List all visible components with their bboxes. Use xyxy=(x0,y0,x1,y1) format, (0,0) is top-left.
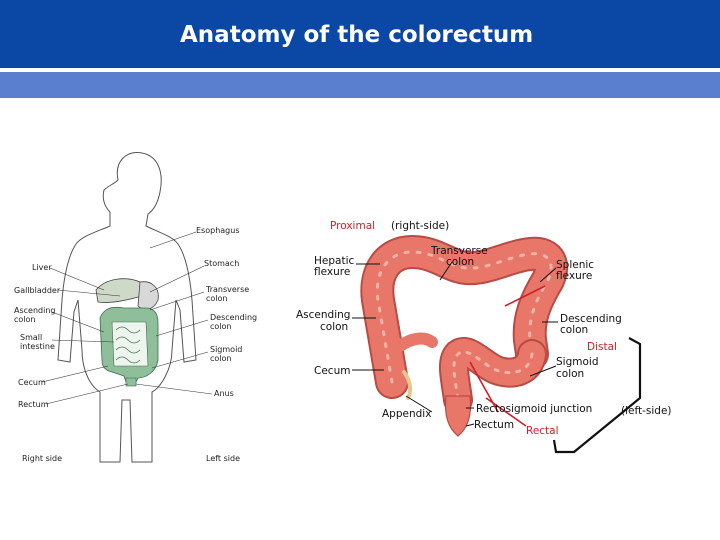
page-title: Anatomy of the colorectum xyxy=(180,22,534,48)
label-right-side: Right side xyxy=(22,454,62,463)
label-left-side: Left side xyxy=(206,454,240,463)
label-descending-colon-2: colon xyxy=(210,322,231,331)
label-left-side-note: (left-side) xyxy=(621,405,672,417)
label-small-intestine-1: Small xyxy=(20,333,42,342)
label-sigmoid-colon-2: colon xyxy=(210,354,231,363)
label-rectosigmoid: Rectosigmoid junction xyxy=(476,403,592,415)
body-illustration: Esophagus Liver Stomach Gallbladder Tran… xyxy=(14,151,257,463)
label-ascending-colon-1: Ascending xyxy=(14,306,55,315)
label-sigmoid-colon-1: Sigmoid xyxy=(210,345,242,354)
label-right-side-note: (right-side) xyxy=(391,220,449,232)
label-gallbladder: Gallbladder xyxy=(14,286,61,295)
label-descending-colon-1: Descending xyxy=(210,313,257,322)
label-distal: Distal xyxy=(587,341,617,353)
label-rectum: Rectum xyxy=(474,419,514,431)
label-transverse-colon-1: Transverse xyxy=(205,285,249,294)
label-splenic-2: flexure xyxy=(556,270,592,282)
label-rectum-body: Rectum xyxy=(18,400,49,409)
label-hepatic-2: flexure xyxy=(314,266,350,278)
colon-illustration: Proximal (right-side) Hepatic flexure Tr… xyxy=(296,220,672,454)
label-ascending-1: Ascending xyxy=(296,309,350,321)
title-bar: Anatomy of the colorectum xyxy=(0,0,720,68)
label-hepatic-1: Hepatic xyxy=(314,255,354,267)
label-sigmoid-2: colon xyxy=(556,368,584,380)
label-cecum-body: Cecum xyxy=(18,378,46,387)
label-small-intestine-2: intestine xyxy=(20,342,55,351)
label-stomach: Stomach xyxy=(204,259,239,268)
label-ascending-colon-2: colon xyxy=(14,315,35,324)
label-esophagus: Esophagus xyxy=(196,226,239,235)
label-descending-1: Descending xyxy=(560,313,622,325)
label-rectal: Rectal xyxy=(526,425,559,437)
label-proximal: Proximal xyxy=(330,220,375,232)
label-appendix: Appendix xyxy=(382,408,431,420)
label-sigmoid-1: Sigmoid xyxy=(556,356,598,368)
accent-band xyxy=(0,72,720,98)
label-anus: Anus xyxy=(214,389,234,398)
label-transverse-colon-2: colon xyxy=(206,294,227,303)
label-transverse-1: Transverse xyxy=(430,245,488,257)
label-descending-2: colon xyxy=(560,324,588,336)
title-divider xyxy=(0,68,720,72)
label-liver: Liver xyxy=(32,263,52,272)
label-ascending-2: colon xyxy=(320,321,348,333)
label-splenic-1: Splenic xyxy=(556,259,594,271)
label-cecum: Cecum xyxy=(314,365,350,377)
label-transverse-2: colon xyxy=(446,256,474,268)
